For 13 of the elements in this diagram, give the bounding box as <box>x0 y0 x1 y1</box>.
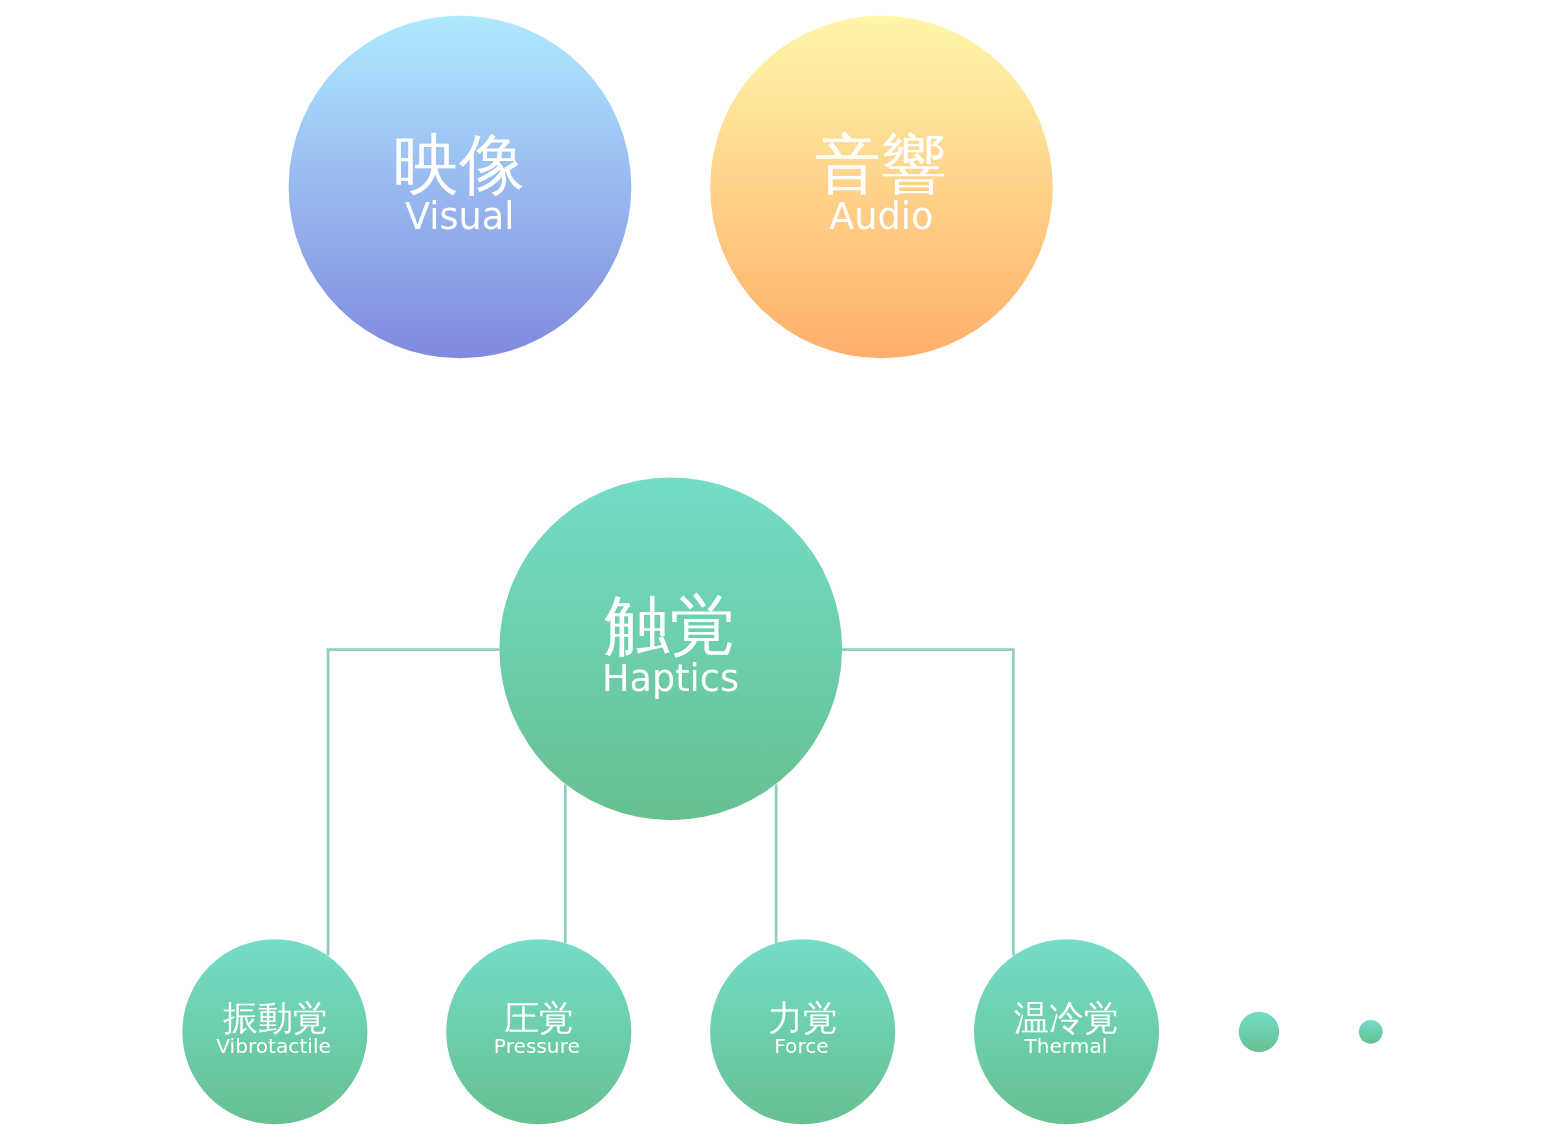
node-circle: 圧覚 Pressure <box>445 939 631 1125</box>
node-circle: 音響 Audio <box>709 15 1053 359</box>
node-circle: 触覚 Haptics <box>498 477 842 821</box>
connector <box>841 648 1015 956</box>
connector <box>774 784 777 944</box>
node-circle: 振動覚 Vibrotactile <box>181 939 367 1125</box>
node-circle: 温冷覚 Thermal <box>973 939 1159 1125</box>
connector <box>563 784 567 944</box>
node-circle <box>1358 1019 1383 1044</box>
node-circle: 力覚 Force <box>709 939 895 1125</box>
node-circle <box>1238 1011 1279 1052</box>
connector <box>326 648 499 956</box>
node-circle: 映像 Visual <box>288 15 631 359</box>
